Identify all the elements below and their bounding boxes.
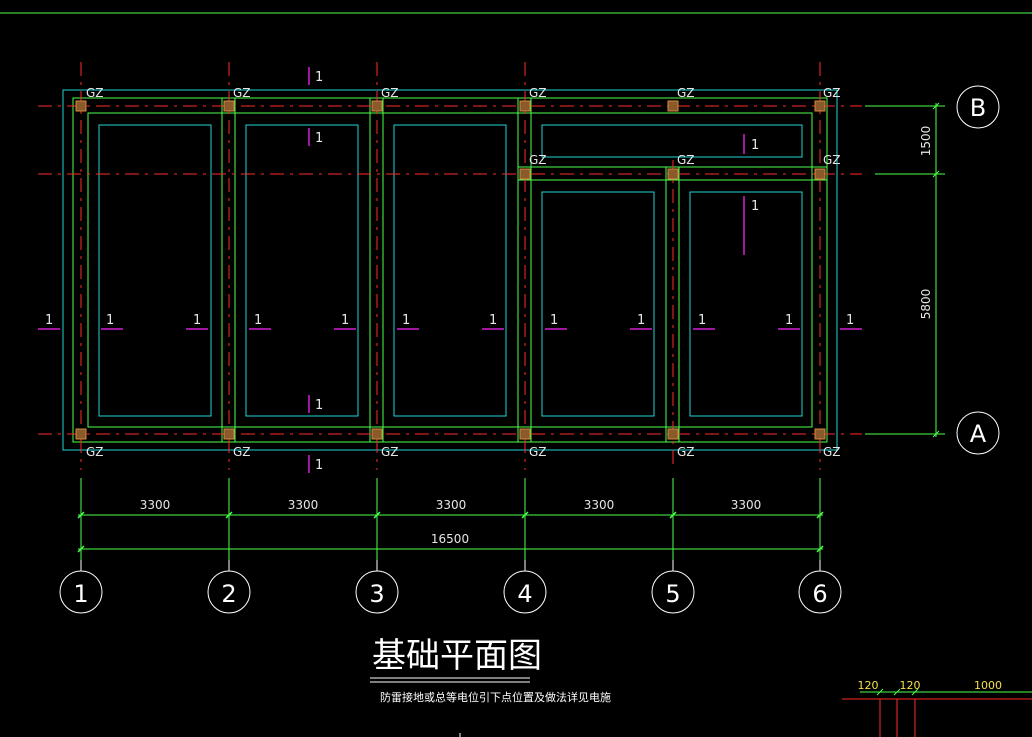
gz-label: GZ [823, 153, 841, 167]
svg-text:1: 1 [315, 398, 323, 413]
column-labels: GZ GZ GZ GZ GZ GZ GZ GZ GZ GZ GZ GZ GZ G… [86, 86, 841, 459]
svg-text:1000: 1000 [974, 679, 1002, 692]
svg-text:1500: 1500 [919, 126, 933, 157]
dim-ticks [77, 511, 824, 553]
svg-text:1: 1 [315, 131, 323, 146]
axis-lines [38, 62, 862, 470]
drawing-note: 防雷接地或总等电位引下点位置及做法详见电施 [380, 690, 611, 704]
vertical-dimension-labels: 1500 5800 [919, 126, 933, 320]
bay-dimension-labels: 3300 3300 3300 3300 3300 16500 [140, 498, 762, 546]
svg-text:1: 1 [846, 313, 854, 328]
internal-walls [221, 98, 827, 442]
vertical-dimensions [865, 102, 945, 438]
svg-text:1: 1 [45, 313, 53, 328]
svg-text:3300: 3300 [140, 498, 171, 512]
gz-label: GZ [86, 445, 104, 459]
gz-label: GZ [529, 445, 547, 459]
axis-label-b: B [970, 94, 986, 122]
gz-label: GZ [381, 86, 399, 100]
wall-outer [72, 97, 828, 443]
svg-text:120: 120 [858, 679, 879, 692]
section-marks [38, 67, 862, 473]
total-dimension: 16500 [431, 532, 469, 546]
room-outlines [98, 124, 803, 417]
axis-label-3: 3 [369, 580, 384, 608]
gz-label: GZ [823, 86, 841, 100]
slab-outline [62, 89, 838, 451]
svg-text:3300: 3300 [288, 498, 319, 512]
svg-text:3300: 3300 [731, 498, 762, 512]
axis-label-4: 4 [517, 580, 532, 608]
svg-text:1: 1 [698, 313, 706, 328]
svg-text:1: 1 [254, 313, 262, 328]
axis-label-2: 2 [221, 580, 236, 608]
gz-label: GZ [86, 86, 104, 100]
drawing-title: 基础平面图 [372, 636, 542, 676]
corner-detail [842, 698, 1032, 737]
axis-label-1: 1 [73, 580, 88, 608]
svg-text:1: 1 [637, 313, 645, 328]
axis-label-a: A [970, 420, 987, 448]
gz-label: GZ [233, 445, 251, 459]
svg-text:1: 1 [193, 313, 201, 328]
gz-label: GZ [529, 153, 547, 167]
gz-label: GZ [381, 445, 399, 459]
gz-label: GZ [677, 153, 695, 167]
svg-text:1: 1 [315, 458, 323, 473]
axis-label-5: 5 [665, 580, 680, 608]
svg-text:3300: 3300 [436, 498, 467, 512]
axis-bubble-labels: B A 1 2 3 4 5 6 [73, 94, 986, 608]
svg-text:1: 1 [785, 313, 793, 328]
gz-label: GZ [677, 86, 695, 100]
svg-text:5800: 5800 [919, 289, 933, 320]
svg-text:1: 1 [550, 313, 558, 328]
svg-text:1: 1 [341, 313, 349, 328]
wall-inner [87, 112, 813, 428]
horizontal-dimensions [78, 478, 823, 560]
svg-text:1: 1 [315, 70, 323, 85]
svg-text:1: 1 [489, 313, 497, 328]
columns [75, 100, 826, 440]
gz-label: GZ [823, 445, 841, 459]
axis-label-6: 6 [812, 580, 827, 608]
svg-text:1: 1 [106, 313, 114, 328]
svg-text:1: 1 [751, 138, 759, 153]
svg-text:120: 120 [900, 679, 921, 692]
svg-text:1: 1 [751, 199, 759, 214]
corner-dimension-labels: 120 120 1000 [858, 679, 1003, 692]
svg-text:1: 1 [402, 313, 410, 328]
axis-bubbles [59, 85, 1000, 614]
gz-label: GZ [529, 86, 547, 100]
svg-text:3300: 3300 [584, 498, 615, 512]
section-labels: 1 1 1 1 1 1 1 1 1 1 1 1 1 1 1 1 1 1 [45, 70, 854, 473]
corner-dim-lines [860, 688, 1032, 696]
gz-label: GZ [233, 86, 251, 100]
gz-label: GZ [677, 445, 695, 459]
